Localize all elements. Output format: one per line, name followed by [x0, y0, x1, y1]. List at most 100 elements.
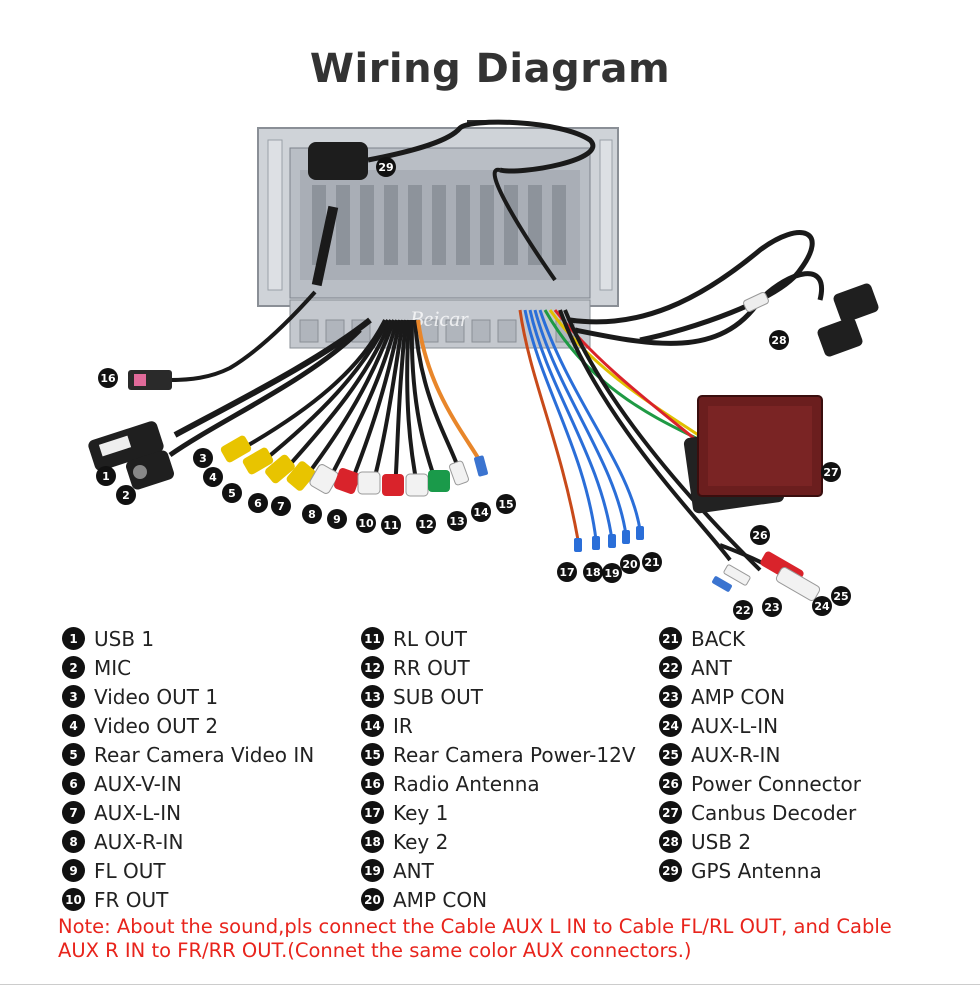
legend-label: AUX-L-IN [691, 713, 779, 738]
callout-22: 22 [733, 600, 753, 620]
callout-5: 5 [222, 483, 242, 503]
legend-label: USB 1 [94, 626, 155, 651]
svg-text:14: 14 [473, 506, 489, 519]
legend-label: USB 2 [691, 829, 752, 854]
svg-text:17: 17 [559, 566, 574, 579]
legend-label: Key 1 [393, 800, 449, 825]
svg-text:28: 28 [771, 334, 786, 347]
legend-label: Rear Camera Video IN [94, 742, 315, 767]
legend-item: 28 USB 2 [659, 827, 861, 856]
callout-1: 1 [96, 466, 116, 486]
legend-label: AUX-V-IN [94, 771, 182, 796]
callout-8: 8 [302, 504, 322, 524]
legend-item: 29 GPS Antenna [659, 856, 861, 885]
callout-24: 24 [812, 596, 832, 616]
legend-item: 24 AUX-L-IN [659, 711, 861, 740]
callout-16: 16 [98, 368, 118, 388]
svg-text:9: 9 [333, 513, 341, 526]
legend-number: 16 [361, 772, 384, 795]
legend-number: 8 [62, 830, 85, 853]
callout-20: 20 [620, 554, 640, 574]
radio-antenna-cable [128, 205, 339, 390]
callout-11: 11 [381, 515, 401, 535]
legend-label: Radio Antenna [393, 771, 540, 796]
legend-label: Video OUT 1 [94, 684, 219, 709]
svg-text:24: 24 [814, 600, 830, 613]
svg-text:8: 8 [308, 508, 316, 521]
legend-number: 27 [659, 801, 682, 824]
legend-label: Canbus Decoder [691, 800, 857, 825]
gps-antenna [308, 119, 596, 282]
legend-number: 3 [62, 685, 85, 708]
legend-item: 27 Canbus Decoder [659, 798, 861, 827]
legend-label: AMP CON [691, 684, 786, 709]
svg-text:13: 13 [449, 515, 464, 528]
callout-15: 15 [496, 494, 516, 514]
rca-cable-bundle [239, 319, 487, 491]
callout-26: 26 [750, 525, 770, 545]
callout-28: 28 [769, 330, 789, 350]
legend-number: 28 [659, 830, 682, 853]
legend-label: ANT [691, 655, 732, 680]
svg-text:26: 26 [752, 529, 768, 542]
svg-text:22: 22 [735, 604, 750, 617]
callout-3: 3 [193, 448, 213, 468]
svg-text:7: 7 [277, 500, 285, 513]
legend-number: 26 [659, 772, 682, 795]
legend-label: SUB OUT [393, 684, 484, 709]
callout-25: 25 [831, 586, 851, 606]
legend-label: FR OUT [94, 887, 169, 912]
legend-label: GPS Antenna [691, 858, 822, 883]
legend-label: RL OUT [393, 626, 467, 651]
callout-10: 10 [356, 513, 376, 533]
usb2-cables [569, 230, 879, 357]
legend-label: ANT [393, 858, 434, 883]
callout-2: 2 [116, 485, 136, 505]
legend-number: 24 [659, 714, 682, 737]
callout-21: 21 [642, 552, 662, 572]
callout-23: 23 [762, 597, 782, 617]
rca-connectors [220, 435, 488, 497]
callout-6: 6 [248, 493, 268, 513]
legend-number: 6 [62, 772, 85, 795]
legend-item: 8 AUX-R-IN [62, 827, 314, 856]
usb1-mic-cables [88, 317, 372, 490]
callout-13: 13 [447, 511, 467, 531]
legend-item: 6 AUX-V-IN [62, 769, 314, 798]
wiring-illustration: Beicar [88, 119, 879, 620]
legend-label: FL OUT [94, 858, 166, 883]
legend-label: AUX-R-IN [94, 829, 184, 854]
legend-number: 2 [62, 656, 85, 679]
note-text: Note: About the sound,pls connect the Ca… [58, 915, 892, 962]
page-title: Wiring Diagram [309, 46, 671, 92]
legend-label: Rear Camera Power-12V [393, 742, 636, 767]
legend-number: 5 [62, 743, 85, 766]
legend-number: 23 [659, 685, 682, 708]
svg-text:3: 3 [199, 452, 207, 465]
svg-text:19: 19 [604, 567, 619, 580]
legend-number: 29 [659, 859, 682, 882]
legend-label: AUX-R-IN [691, 742, 781, 767]
legend-number: 9 [62, 859, 85, 882]
svg-text:6: 6 [254, 497, 262, 510]
legend-number: 19 [361, 859, 384, 882]
svg-text:10: 10 [358, 517, 374, 530]
legend-number: 1 [62, 627, 85, 650]
legend-number: 10 [62, 888, 85, 911]
head-unit-chassis: Beicar [257, 127, 619, 349]
svg-text:1: 1 [102, 470, 110, 483]
callout-18: 18 [583, 562, 603, 582]
svg-text:18: 18 [585, 566, 600, 579]
